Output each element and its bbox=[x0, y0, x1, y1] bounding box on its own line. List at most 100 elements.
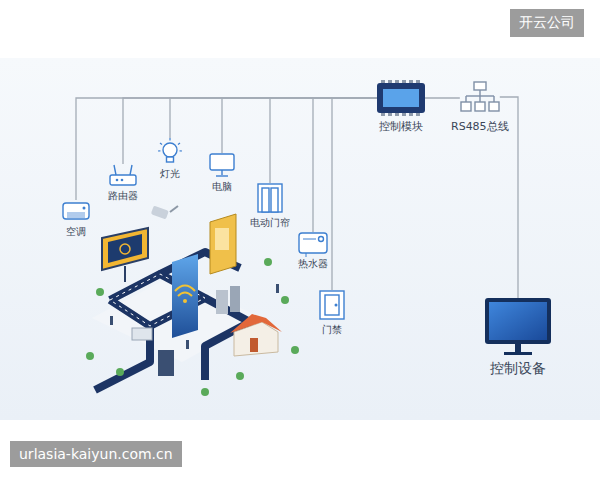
icon-part bbox=[402, 80, 406, 83]
kiosk bbox=[210, 214, 236, 274]
node-icon bbox=[157, 138, 183, 164]
illustration-part bbox=[108, 234, 142, 263]
bus-wire bbox=[313, 98, 377, 232]
icon-part bbox=[303, 239, 316, 240]
illustration-part bbox=[170, 206, 178, 212]
watermark: 开云公司 bbox=[510, 9, 584, 37]
icon-part bbox=[258, 184, 282, 212]
node-icon bbox=[62, 200, 90, 222]
icon-part bbox=[515, 344, 521, 352]
icon-part bbox=[474, 82, 486, 90]
icon-part bbox=[160, 143, 162, 144]
illustration-part bbox=[110, 316, 113, 325]
background-band bbox=[0, 58, 600, 420]
illustration-part bbox=[186, 340, 189, 349]
illustration-part bbox=[151, 206, 169, 220]
busnet-icon bbox=[461, 82, 499, 111]
icon-part bbox=[210, 154, 234, 170]
camera bbox=[151, 206, 178, 220]
icon-part bbox=[67, 213, 85, 214]
access-icon bbox=[320, 291, 344, 319]
icon-part bbox=[299, 233, 327, 253]
icon-part bbox=[461, 102, 471, 111]
node-label: 电动门帘 bbox=[250, 217, 290, 229]
icon-part bbox=[306, 253, 307, 257]
device-node: 门禁 bbox=[319, 290, 345, 336]
bus-wire bbox=[170, 98, 377, 138]
device-node: 电脑 bbox=[209, 153, 235, 193]
illustration-part bbox=[201, 388, 209, 396]
icon-part bbox=[320, 291, 344, 319]
icon-part bbox=[221, 170, 222, 175]
device-node: 灯光 bbox=[157, 138, 183, 180]
node-label: 热水器 bbox=[298, 258, 328, 270]
billboard bbox=[102, 228, 148, 282]
watermark: urlasia-kaiyun.com.cn bbox=[10, 441, 182, 467]
icon-part bbox=[271, 188, 278, 212]
node-label: 灯光 bbox=[160, 168, 180, 180]
bus-node: RS485总线 bbox=[451, 81, 509, 134]
illustration-part bbox=[230, 314, 282, 333]
bus-wire bbox=[270, 98, 377, 183]
icon-part bbox=[110, 175, 136, 185]
icon-part bbox=[388, 113, 392, 116]
icon-part bbox=[485, 298, 551, 344]
illustration-part bbox=[264, 258, 272, 266]
city-ground bbox=[92, 252, 262, 390]
house bbox=[230, 314, 282, 356]
icon-part bbox=[63, 203, 89, 219]
icon-part bbox=[121, 179, 124, 182]
node-icon bbox=[257, 183, 283, 213]
node-icon bbox=[377, 83, 425, 113]
wifi-tower bbox=[172, 254, 198, 338]
device-node: 电动门帘 bbox=[250, 183, 290, 229]
icon-part bbox=[479, 96, 480, 102]
icon-part bbox=[409, 80, 413, 83]
icon-part bbox=[178, 143, 180, 144]
node-icon bbox=[209, 153, 235, 177]
illustration-part bbox=[158, 350, 174, 376]
node-icon bbox=[319, 290, 345, 320]
device-node: 热水器 bbox=[298, 232, 328, 270]
illustration-part bbox=[276, 284, 279, 293]
icon-part bbox=[489, 302, 547, 340]
icon-part bbox=[416, 80, 420, 83]
bus-wire bbox=[222, 98, 377, 153]
node-icon bbox=[485, 298, 551, 356]
ac-icon bbox=[63, 203, 89, 219]
icon-part bbox=[262, 188, 269, 212]
icon-part bbox=[130, 165, 132, 175]
icon-part bbox=[163, 143, 177, 157]
illustration-part bbox=[183, 299, 187, 303]
node-label: 空调 bbox=[66, 226, 86, 238]
icon-part bbox=[395, 113, 399, 116]
illustration-part bbox=[210, 214, 236, 274]
icon-part bbox=[169, 138, 170, 140]
node-label: 控制模块 bbox=[379, 121, 423, 134]
server-cabinet bbox=[216, 286, 240, 314]
illustration-part bbox=[175, 286, 195, 292]
icon-part bbox=[158, 150, 160, 151]
icon-part bbox=[381, 113, 385, 116]
illustration-part bbox=[236, 372, 244, 380]
illustration-part bbox=[124, 266, 126, 282]
heater-icon bbox=[299, 233, 327, 257]
pc-icon bbox=[210, 154, 234, 176]
icon-part bbox=[335, 304, 338, 307]
icon-part bbox=[409, 113, 413, 116]
router-icon bbox=[110, 165, 136, 185]
module-icon bbox=[377, 80, 425, 116]
illustration-part bbox=[116, 368, 124, 376]
control-module: 控制模块 bbox=[377, 83, 425, 134]
illustration-part bbox=[86, 352, 94, 360]
illustration-part bbox=[215, 228, 229, 250]
monitor-icon bbox=[485, 298, 551, 355]
illustration-part bbox=[102, 228, 148, 270]
icon-part bbox=[381, 80, 385, 83]
illustration-part bbox=[120, 244, 130, 254]
icon-part bbox=[504, 352, 532, 355]
node-label: 电脑 bbox=[212, 181, 232, 193]
illustration-part bbox=[230, 286, 240, 312]
illustration-part bbox=[178, 293, 192, 297]
